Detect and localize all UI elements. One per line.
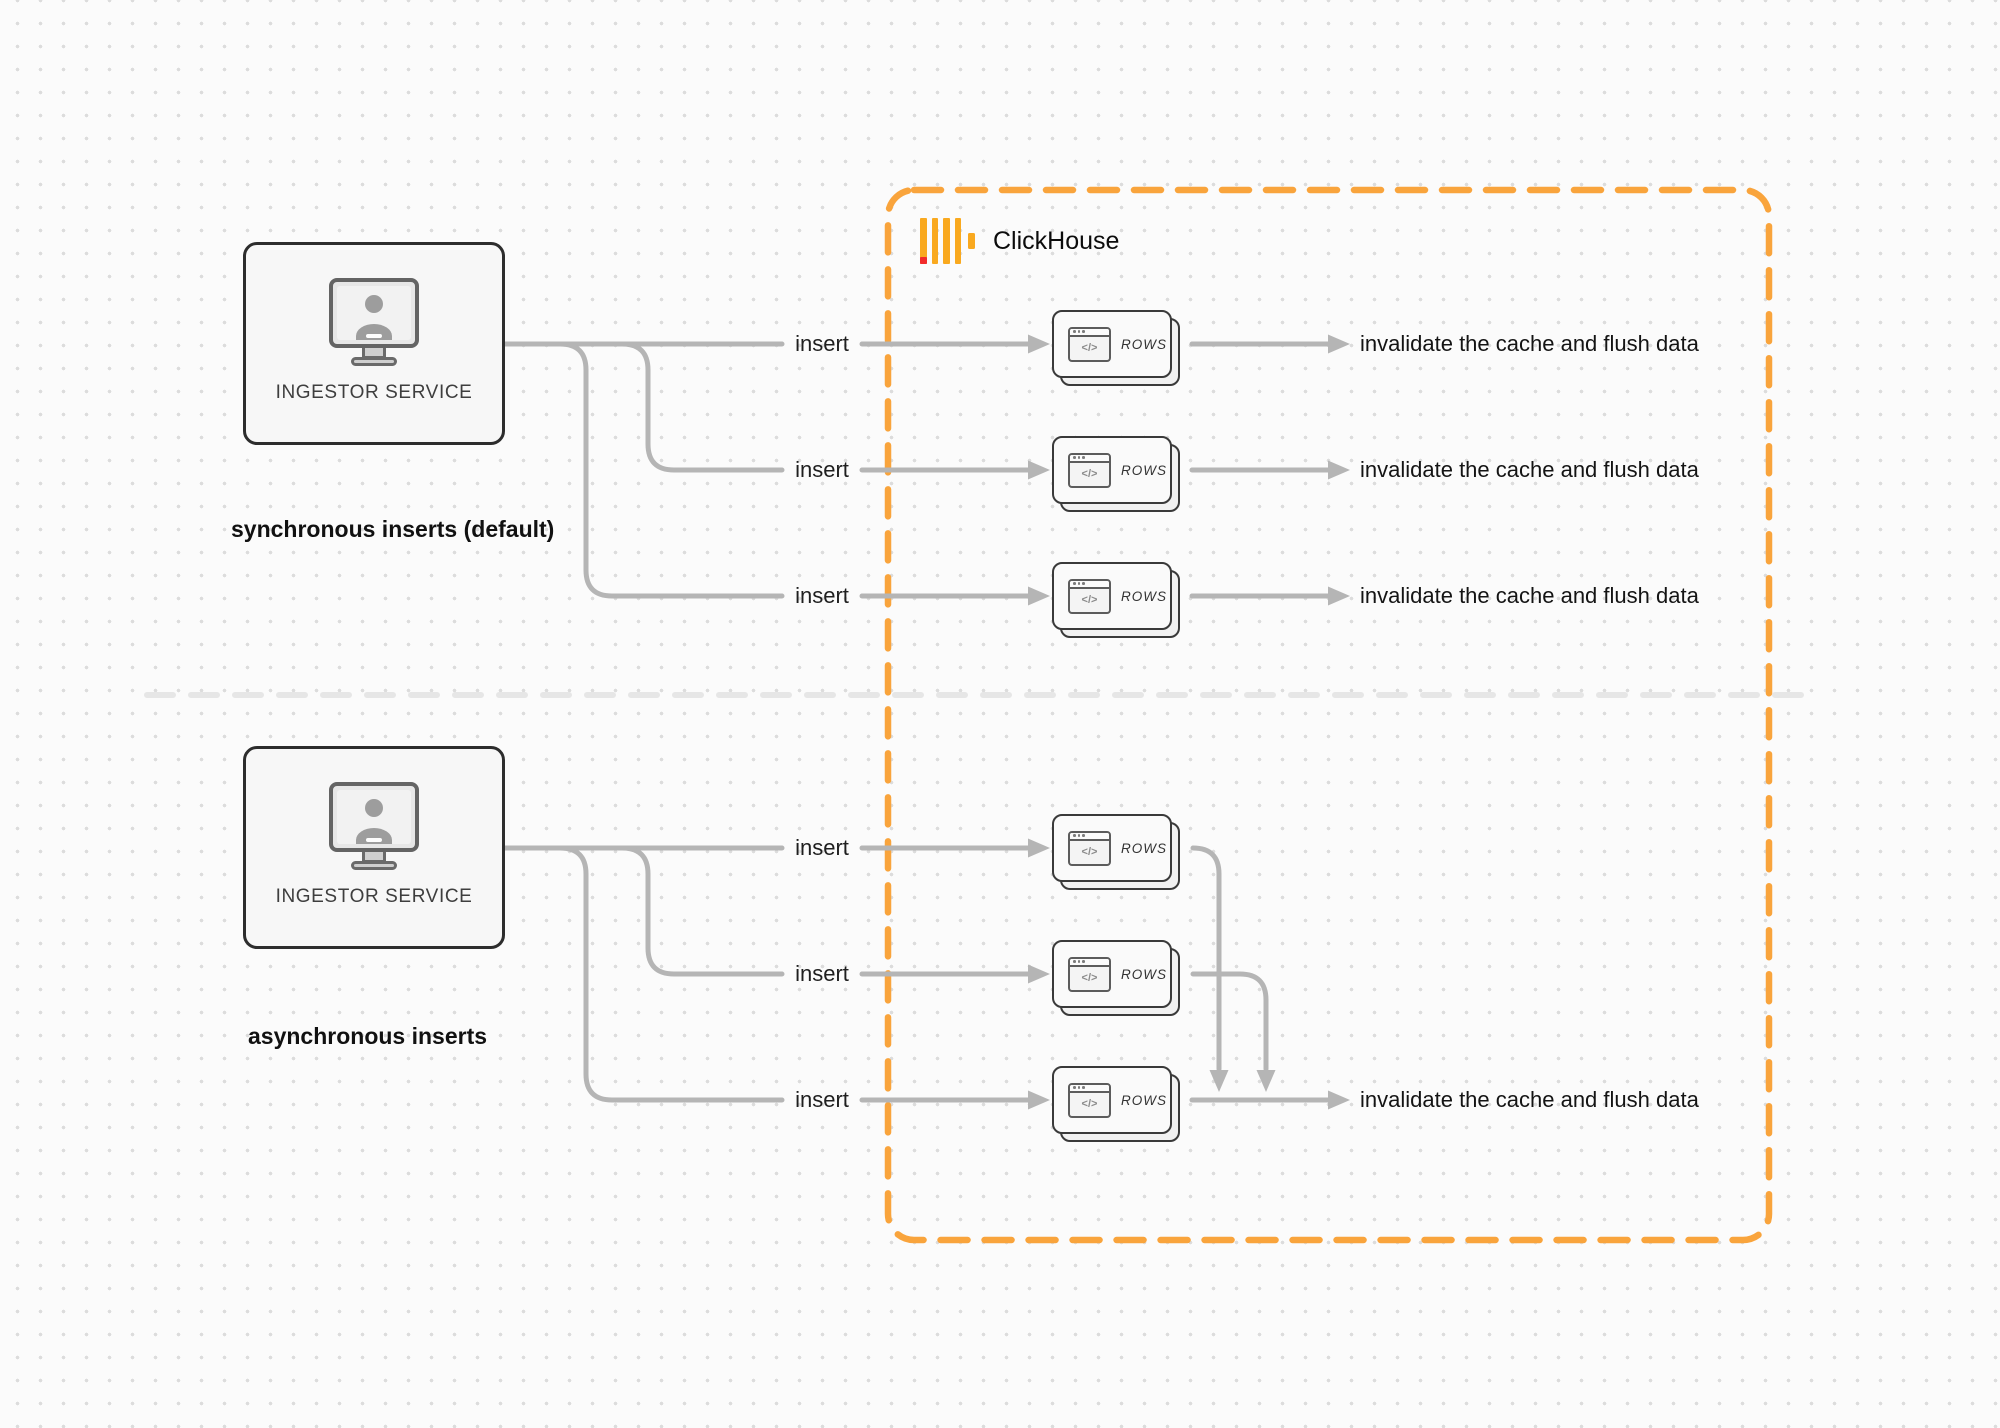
user-shoulders-icon bbox=[356, 828, 392, 844]
clickhouse-logo: ClickHouse bbox=[920, 218, 1119, 264]
clickhouse-title: ClickHouse bbox=[993, 226, 1120, 255]
insert-label: insert bbox=[795, 1087, 849, 1112]
code-glyph: </> bbox=[1081, 468, 1098, 480]
code-window-icon: </> bbox=[1068, 578, 1111, 614]
result-label: invalidate the cache and flush data bbox=[1360, 583, 1699, 608]
monitor-screen bbox=[337, 790, 411, 844]
ingestor-service-box-sync: INGESTOR SERVICE bbox=[243, 242, 505, 445]
arrowhead-icon bbox=[1028, 838, 1050, 858]
async-caption: asynchronous inserts bbox=[248, 1023, 488, 1049]
user-shoulders-icon bbox=[356, 324, 392, 340]
code-window-titlebar bbox=[1070, 454, 1109, 463]
rows-label: ROWS bbox=[1121, 966, 1167, 982]
code-window-icon: </> bbox=[1068, 1082, 1111, 1118]
rows-label: ROWS bbox=[1121, 840, 1167, 856]
code-glyph: </> bbox=[1081, 594, 1098, 606]
sync-branch-row3 bbox=[557, 341, 785, 599]
code-glyph: </> bbox=[1081, 342, 1098, 354]
arrowhead-icon bbox=[1209, 1070, 1229, 1092]
rows-table-card: </> ROWS bbox=[1052, 310, 1180, 386]
clickhouse-boundary-box bbox=[884, 186, 1773, 1244]
code-window-titlebar bbox=[1070, 328, 1109, 337]
rows-label: ROWS bbox=[1121, 1092, 1167, 1108]
async-merge-line-1 bbox=[1190, 845, 1222, 1072]
result-label: invalidate the cache and flush data bbox=[1360, 457, 1699, 482]
rows-table-card: </> ROWS bbox=[1052, 1066, 1180, 1142]
arrowhead-icon bbox=[1028, 586, 1050, 606]
rows-table-card: </> ROWS bbox=[1052, 562, 1180, 638]
rows-card-front: </> ROWS bbox=[1052, 814, 1172, 882]
async-branch-row2 bbox=[619, 845, 785, 977]
code-window-icon: </> bbox=[1068, 830, 1111, 866]
code-window-titlebar bbox=[1070, 580, 1109, 589]
async-branch-row3 bbox=[557, 845, 785, 1103]
code-glyph: </> bbox=[1081, 972, 1098, 984]
arrowhead-icon bbox=[1028, 334, 1050, 354]
monitor-stand-base bbox=[351, 861, 397, 870]
rows-label: ROWS bbox=[1121, 588, 1167, 604]
user-head-icon bbox=[365, 799, 383, 817]
code-window-titlebar bbox=[1070, 958, 1109, 967]
rows-table-card: </> ROWS bbox=[1052, 940, 1180, 1016]
arrowhead-icon bbox=[1028, 460, 1050, 480]
monitor-screen bbox=[337, 286, 411, 340]
code-glyph: </> bbox=[1081, 1098, 1098, 1110]
code-window-icon: </> bbox=[1068, 452, 1111, 488]
insert-label: insert bbox=[795, 835, 849, 860]
rows-card-front: </> ROWS bbox=[1052, 1066, 1172, 1134]
monitor-chin bbox=[366, 838, 382, 842]
code-glyph: </> bbox=[1081, 846, 1098, 858]
logo-bar bbox=[943, 218, 950, 264]
logo-bar bbox=[920, 218, 927, 264]
code-window-icon: </> bbox=[1068, 956, 1111, 992]
clickhouse-logo-icon bbox=[920, 218, 976, 264]
arrowhead-icon bbox=[1328, 334, 1350, 354]
result-label: invalidate the cache and flush data bbox=[1360, 331, 1699, 356]
insert-label: insert bbox=[795, 331, 849, 356]
arrowhead-icon bbox=[1328, 1090, 1350, 1110]
rows-table-card: </> ROWS bbox=[1052, 814, 1180, 890]
rows-card-front: </> ROWS bbox=[1052, 562, 1172, 630]
logo-bar bbox=[954, 218, 961, 264]
service-label: INGESTOR SERVICE bbox=[275, 886, 473, 907]
sync-branch-row2 bbox=[619, 341, 785, 473]
user-head-icon bbox=[365, 295, 383, 313]
logo-bar bbox=[967, 233, 975, 249]
ingestor-service-box-async: INGESTOR SERVICE bbox=[243, 746, 505, 949]
insert-label: insert bbox=[795, 961, 849, 986]
logo-red-accent bbox=[920, 256, 927, 264]
insert-label: insert bbox=[795, 583, 849, 608]
monitor-user-icon bbox=[329, 782, 419, 852]
rows-card-front: </> ROWS bbox=[1052, 310, 1172, 378]
monitor-chin bbox=[366, 334, 382, 338]
logo-bar bbox=[931, 218, 938, 264]
code-window-titlebar bbox=[1070, 832, 1109, 841]
monitor-stand-base bbox=[351, 357, 397, 366]
result-label: invalidate the cache and flush data bbox=[1360, 1087, 1699, 1112]
rows-table-card: </> ROWS bbox=[1052, 436, 1180, 512]
insert-label: insert bbox=[795, 457, 849, 482]
sync-caption: synchronous inserts (default) bbox=[231, 516, 555, 542]
async-merge-line-2 bbox=[1190, 971, 1269, 1072]
service-label: INGESTOR SERVICE bbox=[275, 382, 473, 403]
arrowhead-icon bbox=[1028, 964, 1050, 984]
arrowhead-icon bbox=[1328, 586, 1350, 606]
arrowhead-icon bbox=[1256, 1070, 1276, 1092]
monitor-user-icon bbox=[329, 278, 419, 348]
rows-card-front: </> ROWS bbox=[1052, 940, 1172, 1008]
rows-card-front: </> ROWS bbox=[1052, 436, 1172, 504]
rows-label: ROWS bbox=[1121, 462, 1167, 478]
arrowhead-icon bbox=[1028, 1090, 1050, 1110]
arrowhead-icon bbox=[1328, 460, 1350, 480]
code-window-icon: </> bbox=[1068, 326, 1111, 362]
rows-label: ROWS bbox=[1121, 336, 1167, 352]
code-window-titlebar bbox=[1070, 1084, 1109, 1093]
